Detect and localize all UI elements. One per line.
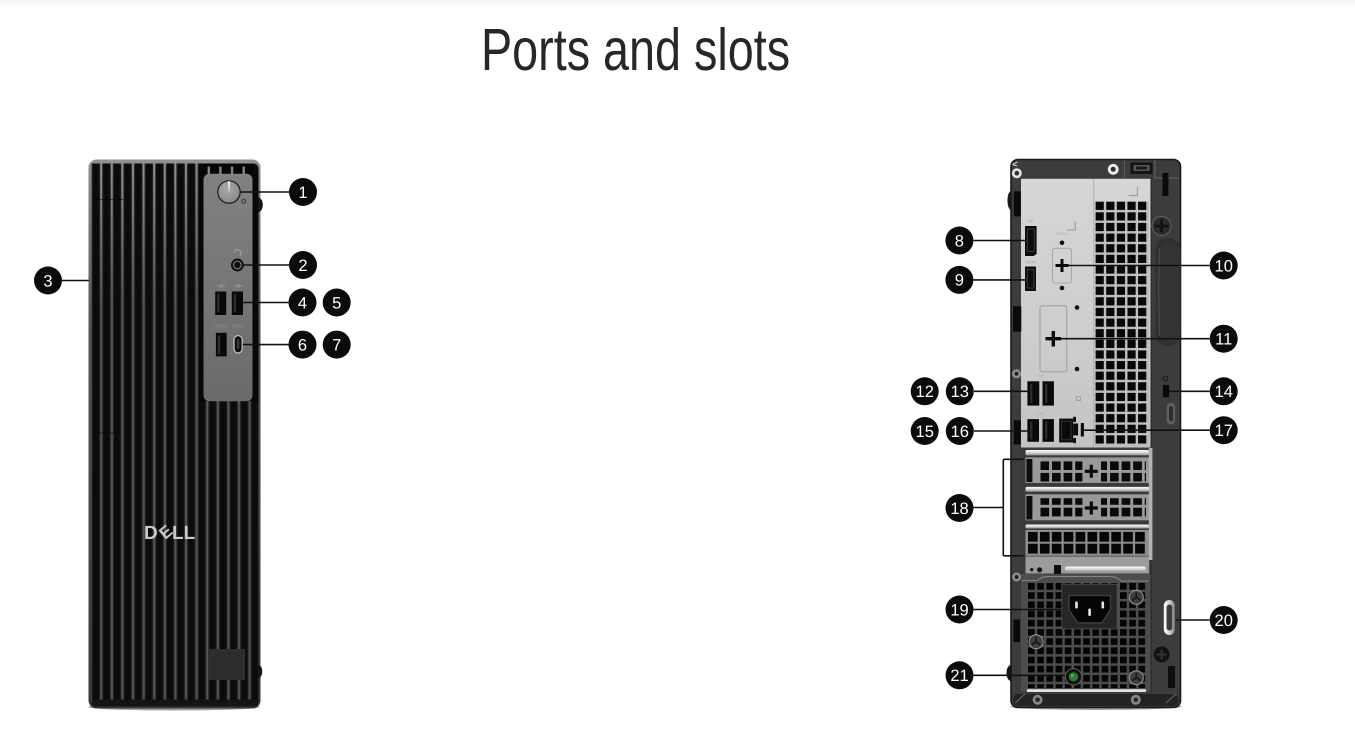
svg-text:13: 13 <box>951 383 969 401</box>
svg-text:8: 8 <box>955 232 964 250</box>
svg-text:DP: DP <box>1028 219 1034 224</box>
svg-text:19: 19 <box>950 601 968 619</box>
svg-text:SERIAL: SERIAL <box>1056 232 1069 236</box>
svg-text:LL: LL <box>172 523 196 544</box>
svg-text:20: 20 <box>1215 612 1233 630</box>
svg-text:2: 2 <box>298 257 307 275</box>
svg-text:16: 16 <box>951 423 969 441</box>
svg-text:21: 21 <box>950 667 968 685</box>
svg-text:USB: USB <box>1036 374 1044 378</box>
svg-text:10: 10 <box>1215 257 1233 275</box>
svg-text:15: 15 <box>916 423 934 441</box>
svg-text:D: D <box>144 523 158 544</box>
svg-text:10Gbps: 10Gbps <box>214 324 229 329</box>
svg-text:10Gbps: 10Gbps <box>231 324 246 329</box>
svg-text:14: 14 <box>1215 383 1233 401</box>
svg-text:18: 18 <box>950 500 968 518</box>
svg-text:7: 7 <box>332 336 341 354</box>
svg-text:3: 3 <box>43 272 52 290</box>
svg-text:HDMI: HDMI <box>1026 260 1036 265</box>
svg-text:17: 17 <box>1215 422 1233 440</box>
svg-text:6: 6 <box>298 336 307 354</box>
svg-text:12: 12 <box>916 383 934 401</box>
svg-text:4: 4 <box>298 294 307 312</box>
svg-text:USB: USB <box>1036 412 1044 416</box>
svg-text:9: 9 <box>955 272 964 290</box>
svg-text:11: 11 <box>1215 331 1232 349</box>
svg-text:5: 5 <box>332 294 341 312</box>
svg-text:1: 1 <box>298 184 307 202</box>
